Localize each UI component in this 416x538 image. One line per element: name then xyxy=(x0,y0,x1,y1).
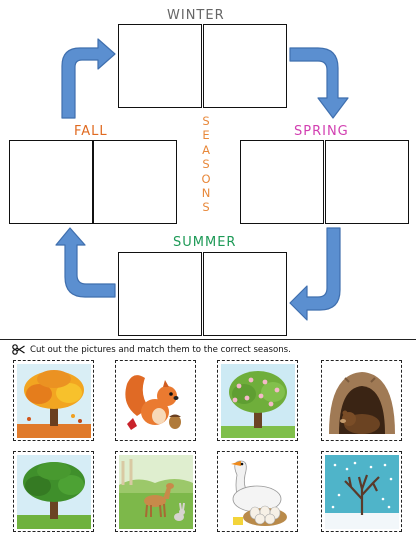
card-snowy-bare-tree[interactable] xyxy=(321,451,402,532)
card-spring-blossom-tree[interactable] xyxy=(217,360,298,441)
arrow-fall-to-winter xyxy=(61,38,116,119)
spring-box-2 xyxy=(325,140,409,224)
seasons-letter: E xyxy=(202,128,210,143)
goose-eggs-picture xyxy=(221,455,295,529)
autumn-tree-picture xyxy=(17,364,91,438)
spring-tree-picture xyxy=(221,364,295,438)
cycle-arrows xyxy=(55,38,349,321)
seasons-letter: A xyxy=(202,142,210,157)
card-goose-with-eggs[interactable] xyxy=(217,451,298,532)
fall-box-1 xyxy=(9,140,93,224)
season-label-winter: WINTER xyxy=(167,8,225,23)
cutout-instructions: Cut out the pictures and match them to t… xyxy=(30,345,291,355)
seasons-letter: S xyxy=(202,157,210,172)
summer-tree-picture xyxy=(17,455,91,529)
summer-box-2 xyxy=(203,252,287,336)
scissors-icon xyxy=(12,344,25,355)
card-bear-in-cave[interactable] xyxy=(321,360,402,441)
seasons-letter: O xyxy=(201,171,211,186)
card-autumn-tree[interactable] xyxy=(13,360,94,441)
deer-meadow-picture xyxy=(119,455,193,529)
fall-box-2 xyxy=(93,140,177,224)
season-label-summer: SUMMER xyxy=(173,235,237,250)
arrow-winter-to-spring xyxy=(289,47,349,119)
winter-box-1 xyxy=(118,24,202,108)
bear-cave-picture xyxy=(325,364,399,438)
winter-box-2 xyxy=(203,24,287,108)
section-divider xyxy=(0,339,416,340)
arrow-spring-to-summer xyxy=(289,227,341,321)
squirrel-picture xyxy=(119,364,193,438)
season-label-fall: FALL xyxy=(74,124,108,139)
card-deer-and-rabbit-meadow[interactable] xyxy=(115,451,196,532)
seasons-letter: S xyxy=(202,114,210,128)
card-squirrel-with-acorn[interactable] xyxy=(115,360,196,441)
seasons-letter: N xyxy=(201,186,211,201)
season-label-spring: SPRING xyxy=(294,124,349,139)
seasons-letter: S xyxy=(202,200,210,215)
snowy-tree-picture xyxy=(325,455,399,529)
arrow-summer-to-fall xyxy=(55,227,116,298)
card-summer-tree[interactable] xyxy=(13,451,94,532)
summer-box-1 xyxy=(118,252,202,336)
spring-box-1 xyxy=(240,140,324,224)
